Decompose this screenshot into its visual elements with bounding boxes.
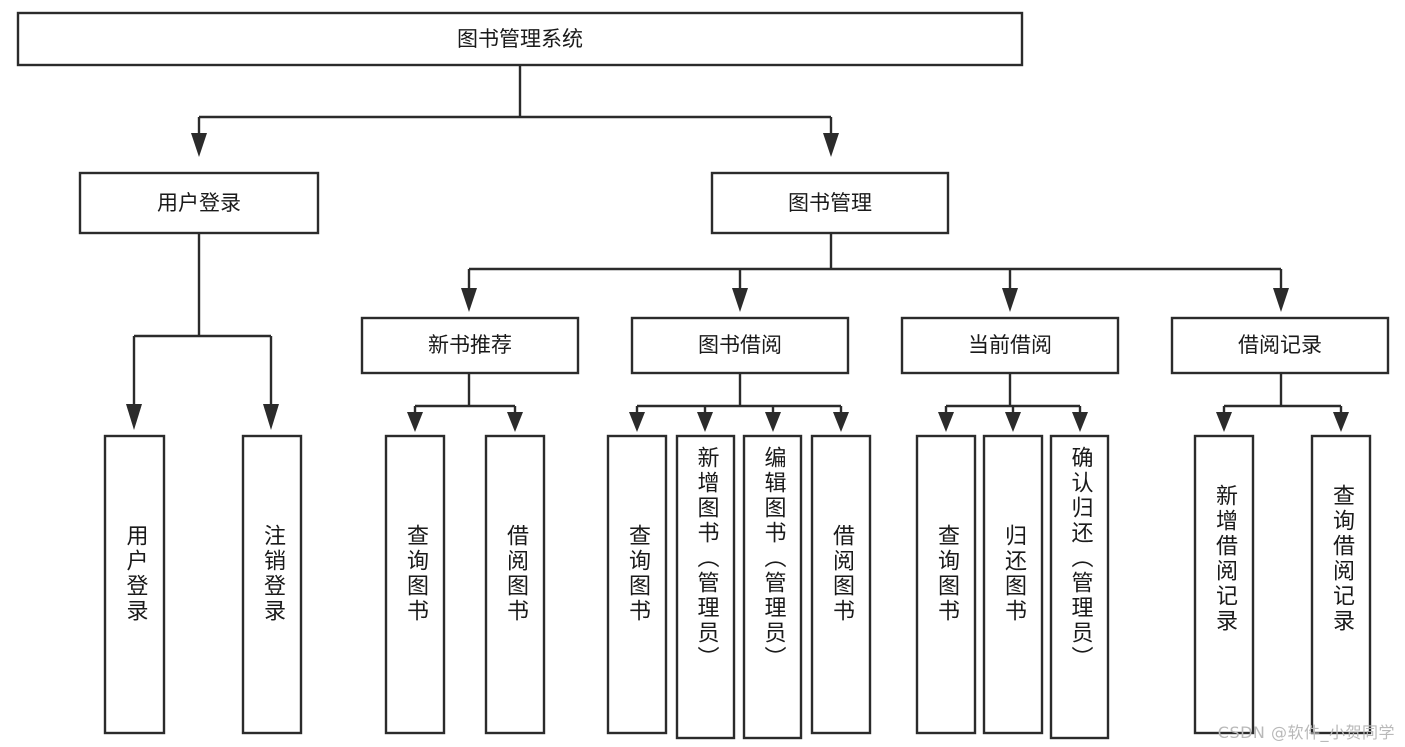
node-current-borrow-label: 当前借阅 xyxy=(968,333,1052,357)
node-borrow-record-rect[interactable] xyxy=(1170,316,1390,375)
leaf-rect-query-record[interactable] xyxy=(1310,434,1372,735)
node-user-login-label: 用户登录 xyxy=(157,191,241,215)
leaf-rect-confirm-return[interactable] xyxy=(1049,434,1110,740)
arrow-head-to-new-book xyxy=(461,288,477,312)
arrow-head-leaf-2 xyxy=(263,404,279,430)
arrow-head-to-user-login xyxy=(191,133,207,157)
node-user-login-rect[interactable] xyxy=(78,171,320,235)
node-borrow-record[interactable]: 借阅记录 xyxy=(1170,316,1390,375)
node-book-management[interactable]: 图书管理 xyxy=(710,171,950,235)
connector-group-root xyxy=(191,65,839,157)
arrow-head-leaf-11 xyxy=(1072,412,1088,432)
node-new-book-recommend-label: 新书推荐 xyxy=(428,333,512,357)
node-new-book-recommend[interactable]: 新书推荐 xyxy=(360,316,580,375)
connector-group-current-borrow xyxy=(938,373,1088,432)
node-book-borrow-rect[interactable] xyxy=(630,316,850,375)
arrow-head-to-borrow xyxy=(732,288,748,312)
arrow-head-leaf-13 xyxy=(1333,412,1349,432)
node-user-login[interactable]: 用户登录 xyxy=(78,171,320,235)
node-book-borrow-label: 图书借阅 xyxy=(698,333,782,357)
leaf-rect-add-book-admin[interactable] xyxy=(675,434,736,740)
connector-group-user-login xyxy=(126,233,279,430)
arrow-head-leaf-7 xyxy=(765,412,781,432)
arrow-head-to-book-mgmt xyxy=(823,133,839,157)
leaf-rect-return-book[interactable] xyxy=(982,434,1044,735)
leaf-rect-borrow-book-1[interactable] xyxy=(484,434,546,735)
arrow-head-leaf-5 xyxy=(629,412,645,432)
arrow-head-leaf-1 xyxy=(126,404,142,430)
leaf-rect-query-book-1[interactable] xyxy=(384,434,446,735)
node-book-borrow[interactable]: 图书借阅 xyxy=(630,316,850,375)
node-borrow-record-label: 借阅记录 xyxy=(1238,333,1322,357)
leaf-rect-borrow-book-2[interactable] xyxy=(810,434,872,735)
node-book-management-label: 图书管理 xyxy=(788,191,872,215)
arrow-head-to-borrow-record xyxy=(1273,288,1289,312)
arrow-head-to-current-borrow xyxy=(1002,288,1018,312)
arrow-head-leaf-6 xyxy=(697,412,713,432)
arrow-head-leaf-3 xyxy=(407,412,423,432)
node-current-borrow-rect[interactable] xyxy=(900,316,1120,375)
csdn-watermark: CSDN @软件_小贺同学 xyxy=(1217,723,1395,742)
arrow-head-leaf-10 xyxy=(1005,412,1021,432)
node-root-rect[interactable] xyxy=(16,11,1024,67)
leaf-rect-logout[interactable] xyxy=(241,434,303,735)
arrow-head-leaf-4 xyxy=(507,412,523,432)
connector-group-new-book xyxy=(407,373,523,432)
node-root-label: 图书管理系统 xyxy=(457,27,583,51)
arrow-head-leaf-8 xyxy=(833,412,849,432)
connector-group-book-mgmt xyxy=(461,233,1289,312)
node-root[interactable]: 图书管理系统 xyxy=(16,11,1024,67)
leaf-rect-add-record[interactable] xyxy=(1193,434,1255,735)
leaf-rect-user-login[interactable] xyxy=(103,434,166,735)
leaf-rect-edit-book-admin[interactable] xyxy=(742,434,803,740)
leaf-rect-query-book-3[interactable] xyxy=(915,434,977,735)
node-book-management-rect[interactable] xyxy=(710,171,950,235)
node-current-borrow[interactable]: 当前借阅 xyxy=(900,316,1120,375)
arrow-head-leaf-12 xyxy=(1216,412,1232,432)
leaf-rect-query-book-2[interactable] xyxy=(606,434,668,735)
connector-group-borrow xyxy=(629,373,849,432)
node-new-book-recommend-rect[interactable] xyxy=(360,316,580,375)
arrow-head-leaf-9 xyxy=(938,412,954,432)
connector-group-borrow-record xyxy=(1216,373,1349,432)
